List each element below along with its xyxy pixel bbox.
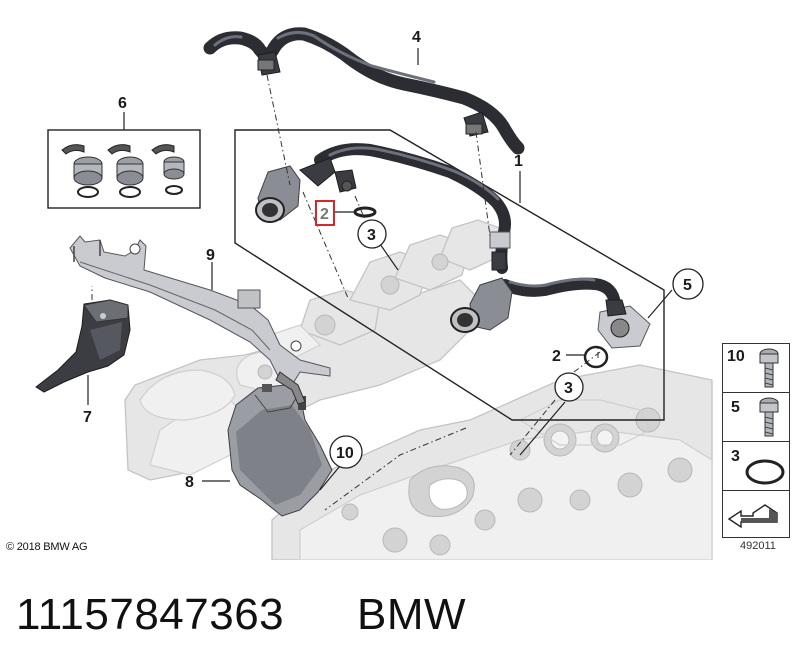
legend-num-10: 10 xyxy=(727,348,745,365)
callout-3a[interactable]: 3 xyxy=(367,227,376,244)
part-6-clip-set xyxy=(47,129,201,209)
callout-8[interactable]: 8 xyxy=(185,474,194,491)
legend-num-5: 5 xyxy=(731,399,740,416)
callout-2b[interactable]: 2 xyxy=(552,348,561,365)
callout-3b[interactable]: 3 xyxy=(564,380,573,397)
part-9-bracket xyxy=(69,235,331,405)
callout-3b-circle xyxy=(554,372,584,402)
legend-bolt-5: 5 xyxy=(722,392,790,442)
leader-5 xyxy=(647,289,673,319)
callout-2a[interactable]: 2 xyxy=(320,206,329,223)
assembly-lines xyxy=(91,74,601,511)
o-ring-2b xyxy=(583,345,609,369)
leader-3a xyxy=(379,243,399,271)
engine-block-ghost xyxy=(271,364,713,561)
arrow-icon xyxy=(727,504,778,529)
bolt-icon xyxy=(759,397,779,437)
callout-5[interactable]: 5 xyxy=(683,277,692,294)
leader-3b xyxy=(519,401,566,456)
legend-bolt-10: 10 xyxy=(722,343,790,393)
o-ring-2a xyxy=(353,206,377,218)
part-7-shield xyxy=(35,299,131,393)
callout-4[interactable]: 4 xyxy=(412,29,421,46)
leader-10 xyxy=(319,465,341,491)
diagram-canvas: 1 2 2 3 3 4 5 6 7 8 9 10 xyxy=(35,27,713,561)
callout-7[interactable]: 7 xyxy=(83,409,92,426)
callout-10-circle xyxy=(329,435,363,469)
part-8-cover xyxy=(227,384,333,517)
brand-name: BMW xyxy=(357,590,467,639)
callout-1[interactable]: 1 xyxy=(514,153,523,170)
part-4-hose xyxy=(203,27,525,155)
copyright-text: © 2018 BMW AG xyxy=(6,541,88,553)
callout-5-circle xyxy=(672,268,704,300)
o-ring-icon xyxy=(745,459,785,485)
part-1-frame xyxy=(234,129,665,421)
callout-10[interactable]: 10 xyxy=(336,445,354,462)
callout-3a-circle xyxy=(357,219,387,249)
callout-9[interactable]: 9 xyxy=(206,247,215,264)
callout-2-highlight xyxy=(315,200,335,226)
image-number: 492011 xyxy=(740,540,776,552)
intake-manifold-ghost xyxy=(124,219,501,481)
legend-num-3: 3 xyxy=(731,448,740,465)
legend-o-ring-3: 3 xyxy=(722,441,790,491)
legend-arrow-box xyxy=(722,490,790,538)
part-1-hose-assembly xyxy=(255,143,651,349)
bolt-icon xyxy=(759,348,779,388)
part-number: 11157847363 xyxy=(16,590,285,639)
callout-6[interactable]: 6 xyxy=(118,95,127,112)
